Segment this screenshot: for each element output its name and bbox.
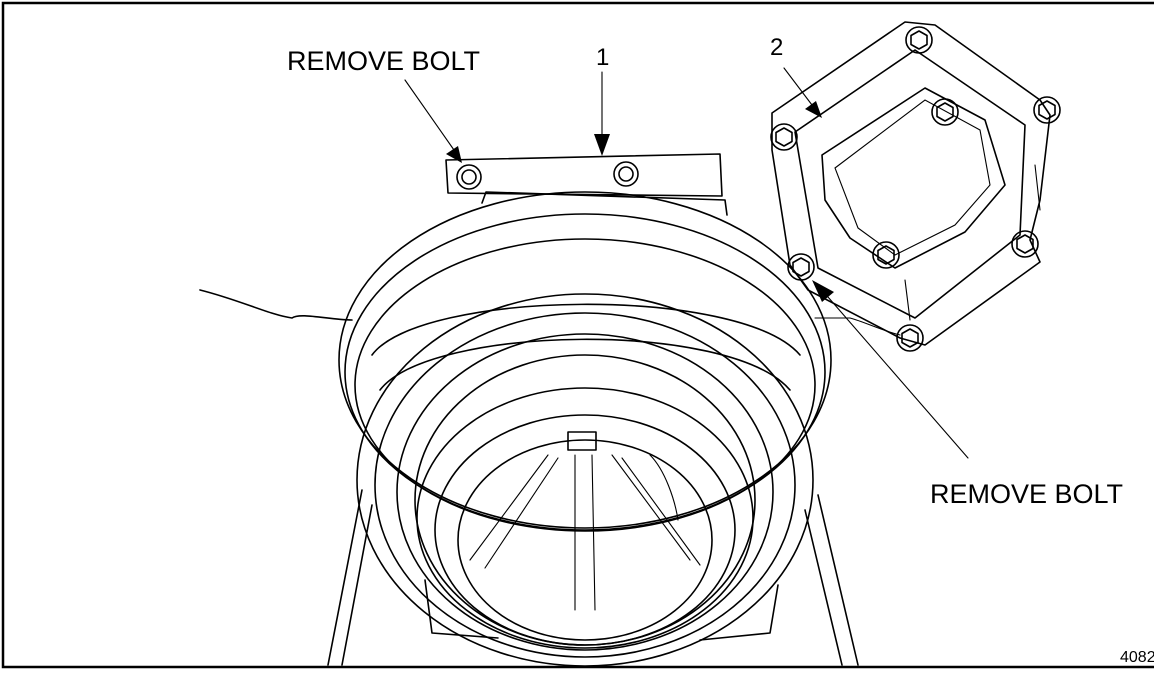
cover-bolt-8	[896, 324, 924, 352]
callout-remove-bolt-right: REMOVE BOLT	[930, 479, 1123, 509]
pulley	[338, 191, 832, 666]
cover-bolt-1	[905, 26, 933, 54]
casting-edge-right	[814, 317, 901, 336]
leader-item-2	[783, 67, 822, 118]
cover-plate-item-2	[770, 21, 1061, 352]
cover-bolt-7	[787, 253, 815, 281]
support-leg-left-inner	[341, 504, 373, 666]
cover-bolt-4	[770, 123, 798, 151]
support-leg-right-outer	[817, 494, 859, 666]
cover-bolt-2	[1033, 96, 1061, 124]
engine-casting-outline	[199, 289, 353, 321]
cover-bolt-6	[1011, 230, 1039, 258]
bracket-item-1	[445, 153, 723, 197]
leader-remove-bolt-right	[812, 280, 969, 459]
support-leg-left-outer	[327, 489, 363, 666]
cover-bolt-5	[872, 241, 900, 269]
figure-number: 4082	[1120, 649, 1154, 666]
leader-remove-bolt-left	[404, 79, 462, 163]
callout-remove-bolt-left: REMOVE BOLT	[287, 46, 480, 76]
bracket-bolt-left	[456, 164, 482, 190]
leader-item-1	[594, 71, 610, 156]
support-leg-right-inner	[804, 509, 843, 666]
bracket-bolt-right	[613, 161, 639, 187]
cover-bolt-3	[931, 98, 959, 126]
callout-item-1: 1	[596, 44, 609, 71]
callout-item-2: 2	[770, 34, 783, 61]
upper-housing	[481, 191, 728, 216]
